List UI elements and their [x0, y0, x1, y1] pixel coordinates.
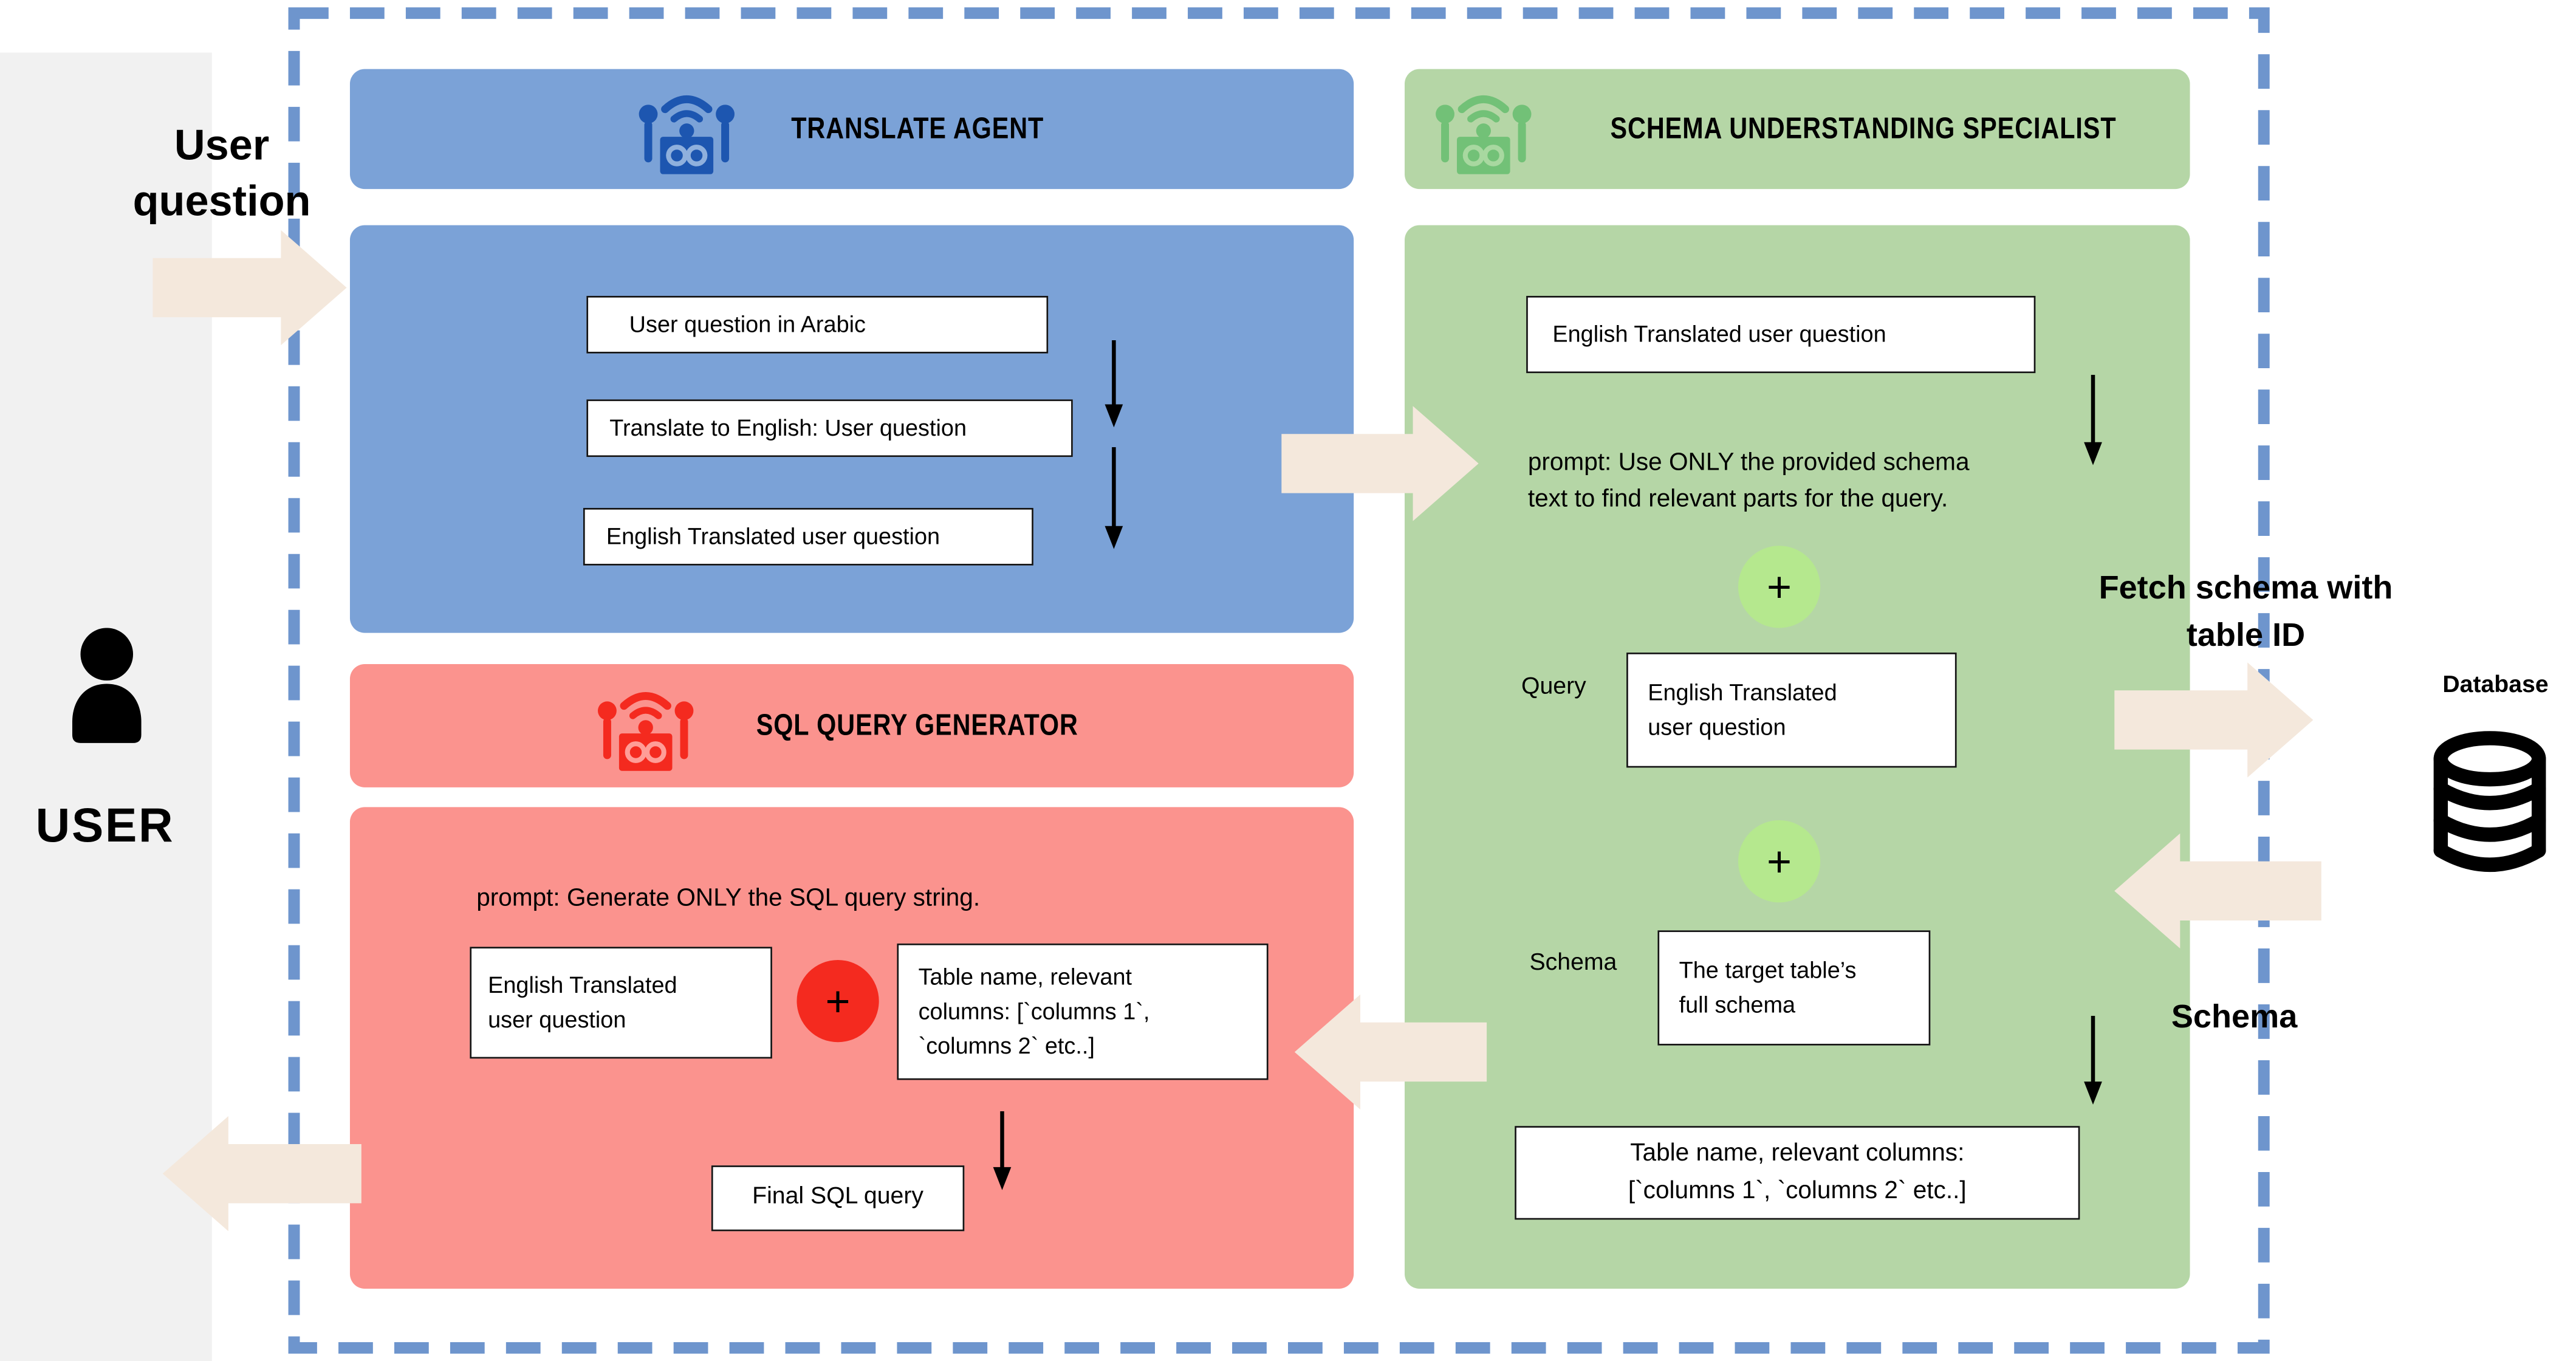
down-arrow-icon — [2084, 1015, 2102, 1105]
down-arrow-icon — [993, 1111, 1012, 1190]
box-text: Final SQL query — [752, 1184, 923, 1210]
box-text: Table name, relevant columns: [`columns … — [918, 963, 1150, 1059]
fetch-schema-label: Fetch schema with table ID — [2098, 570, 2393, 654]
flow-arrow-sql-to-user — [162, 1116, 361, 1232]
sql-generator-prompt: prompt: Generate ONLY the SQL query stri… — [476, 884, 981, 913]
flow-arrow-schema-return — [2114, 833, 2321, 949]
output-box-table-columns: Table name, relevant columns: [`columns … — [1515, 1126, 2080, 1220]
user-label: USER — [35, 800, 175, 854]
down-arrow-icon — [1105, 340, 1123, 428]
input-box-english-question: English Translated user question — [470, 947, 772, 1059]
step-text: English Translated user question — [606, 523, 940, 549]
schema-specialist-title: SCHEMA UNDERSTANDING SPECIALIST — [1609, 111, 2116, 145]
flow-arrow-translate-to-schema — [1281, 406, 1479, 521]
plus-icon: + — [1738, 820, 1821, 903]
plus-icon: + — [796, 959, 879, 1043]
database-label: Database — [2442, 672, 2549, 699]
box-text: Table name, relevant columns: [`columns … — [1628, 1139, 1967, 1204]
database-icon — [2433, 731, 2546, 872]
input-box-english-question: English Translated user question — [1526, 295, 2036, 374]
query-label: Query — [1521, 674, 1586, 701]
plus-glyph: + — [825, 976, 851, 1026]
flow-arrow-user-to-translate — [152, 230, 347, 346]
user-question-flow-label: User question — [132, 120, 311, 225]
flow-arrow-fetch-schema — [2114, 662, 2314, 778]
input-box-table-columns: Table name, relevant columns: [`columns … — [897, 943, 1269, 1080]
flow-arrow-schema-to-sql — [1294, 994, 1487, 1110]
output-box-final-sql: Final SQL query — [711, 1165, 965, 1232]
schema-return-label: Schema — [2171, 999, 2298, 1036]
robot-icon — [1435, 94, 1531, 174]
schema-specialist-prompt: prompt: Use ONLY the provided schema tex… — [1527, 448, 1970, 513]
plus-glyph: + — [1767, 562, 1792, 612]
box-text: English Translated user question — [488, 971, 677, 1032]
box-text: The target table’s full schema — [1679, 956, 1857, 1018]
step-box-arabic-question: User question in Arabic — [586, 295, 1049, 354]
query-value-box: English Translated user question — [1626, 653, 1957, 768]
schema-label: Schema — [1529, 950, 1617, 977]
box-text: English Translated user question — [1552, 320, 1886, 347]
down-arrow-icon — [1105, 447, 1123, 549]
step-text: Translate to English: User question — [609, 414, 967, 441]
robot-icon — [598, 691, 694, 770]
translate-agent-title: TRANSLATE AGENT — [791, 111, 1044, 145]
step-box-english-question: English Translated user question — [583, 507, 1033, 566]
step-box-translate-call: Translate to English: User question — [586, 399, 1073, 458]
sql-generator-title: SQL QUERY GENERATOR — [756, 708, 1079, 742]
schema-value-box: The target table’s full schema — [1657, 930, 1931, 1046]
box-text: English Translated user question — [1648, 679, 1837, 740]
robot-icon — [639, 94, 735, 174]
step-text: User question in Arabic — [629, 310, 866, 337]
schema-specialist-header: SCHEMA UNDERSTANDING SPECIALIST — [1405, 69, 2190, 190]
translate-agent-header: TRANSLATE AGENT — [349, 69, 1354, 190]
plus-glyph: + — [1767, 837, 1792, 886]
user-icon — [72, 628, 142, 743]
down-arrow-icon — [2084, 374, 2102, 465]
sql-generator-header: SQL QUERY GENERATOR — [349, 663, 1354, 787]
plus-icon: + — [1738, 546, 1821, 628]
